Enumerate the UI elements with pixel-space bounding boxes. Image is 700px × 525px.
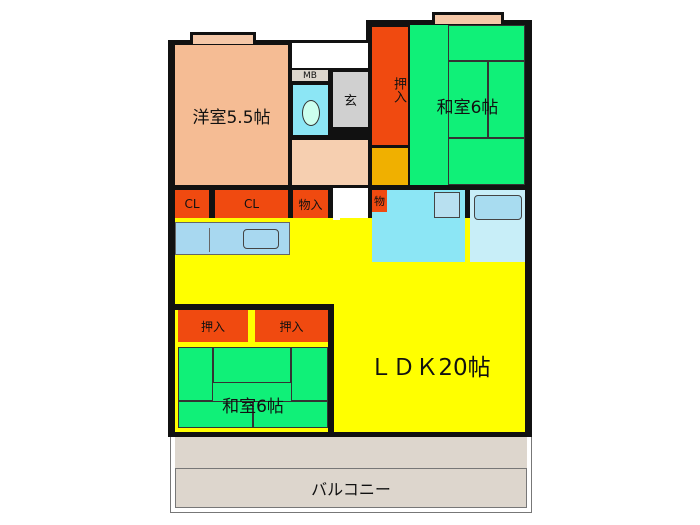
room-label: 洋室5.5帖 bbox=[192, 107, 271, 128]
hall-yellow bbox=[340, 218, 368, 268]
room-label: 物 bbox=[374, 195, 385, 208]
wall bbox=[328, 304, 334, 434]
step bbox=[372, 148, 408, 185]
hall-upper bbox=[333, 188, 368, 220]
tatami bbox=[448, 138, 525, 185]
room-label: 押入 bbox=[200, 319, 225, 334]
room-label: 押入 bbox=[279, 319, 304, 334]
bathtub-icon bbox=[474, 195, 522, 220]
tatami bbox=[488, 61, 525, 138]
room-label: MB bbox=[303, 70, 317, 81]
closet-top-right: 押入 bbox=[372, 27, 408, 145]
tatami bbox=[253, 401, 328, 428]
meter-box: MB bbox=[292, 70, 328, 81]
closet-cl-2: CL bbox=[215, 190, 288, 218]
closet-bottom-1: 押入 bbox=[178, 310, 248, 342]
tatami bbox=[178, 347, 213, 401]
closet-bottom-2: 押入 bbox=[255, 310, 328, 342]
washroom bbox=[372, 212, 465, 262]
tatami bbox=[178, 401, 253, 428]
window bbox=[190, 32, 256, 44]
entrance: 玄 bbox=[333, 72, 368, 127]
washing-machine-icon bbox=[434, 192, 460, 218]
room-label: 和室6帖 bbox=[222, 396, 284, 417]
sink-icon bbox=[243, 229, 279, 249]
room-japanese-bottom: 和室6帖 bbox=[178, 347, 328, 428]
hallway bbox=[292, 140, 368, 185]
balcony: バルコニー bbox=[175, 468, 527, 508]
room-western: 洋室5.5帖 bbox=[175, 45, 288, 185]
balcony-upper bbox=[175, 437, 527, 468]
tatami bbox=[448, 61, 488, 138]
room-label: バルコニー bbox=[311, 480, 391, 499]
storage-2: 物 bbox=[372, 190, 387, 212]
toilet-icon bbox=[302, 100, 320, 126]
room-label: CL bbox=[243, 197, 260, 211]
room-label: 和室6帖 bbox=[436, 97, 499, 118]
stove-icon bbox=[180, 228, 210, 252]
room-label: CL bbox=[184, 197, 200, 211]
room-japanese-top: 和室6帖 bbox=[410, 25, 525, 185]
balcony-frame bbox=[170, 437, 532, 513]
kitchen-counter bbox=[175, 222, 290, 255]
wall bbox=[172, 304, 334, 310]
closet-cl-1: CL bbox=[175, 190, 209, 218]
room-label: 玄 bbox=[343, 94, 357, 109]
tatami bbox=[213, 347, 291, 383]
window bbox=[432, 12, 504, 24]
room-label: 物入 bbox=[298, 197, 323, 212]
ldk-label: ＬＤＫ20帖 bbox=[369, 355, 491, 381]
tatami bbox=[448, 25, 525, 61]
room-label: 押入 bbox=[391, 77, 406, 103]
tatami bbox=[291, 347, 328, 401]
entrance-doorway bbox=[292, 43, 368, 68]
storage-1: 物入 bbox=[293, 190, 328, 218]
